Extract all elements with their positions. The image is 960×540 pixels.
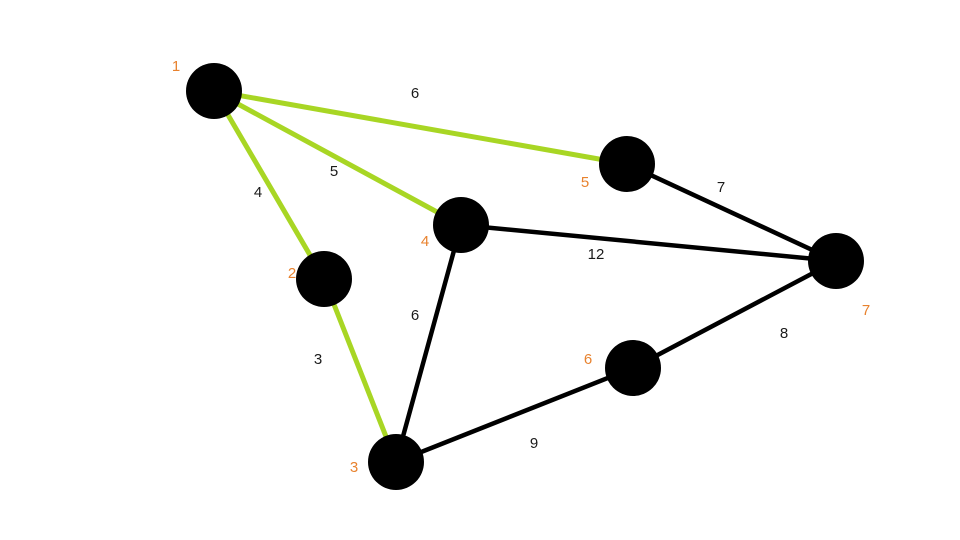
edge-weight-4-7: 12: [588, 246, 605, 263]
edge-weight-2-3: 3: [314, 351, 322, 368]
node-3: [368, 434, 424, 490]
edge-weight-6-7: 8: [780, 325, 788, 342]
edge-1-4-highlighted: [211, 88, 464, 228]
node-2: [296, 251, 352, 307]
edge-1-2-highlighted: [211, 88, 327, 282]
edge-5-7: [624, 161, 839, 264]
node-5: [599, 136, 655, 192]
node-label-1: 1: [172, 58, 180, 75]
node-label-4: 4: [421, 233, 429, 250]
node-7: [808, 233, 864, 289]
node-label-5: 5: [581, 174, 589, 191]
nodes-layer: [186, 63, 864, 490]
edge-weight-4-3: 6: [411, 307, 419, 324]
node-4: [433, 197, 489, 253]
edge-6-7: [630, 258, 839, 371]
edge-weight-5-7: 7: [717, 179, 725, 196]
edge-weight-1-4: 5: [330, 163, 338, 180]
edge-weight-3-6: 9: [530, 435, 538, 452]
edge-4-7: [458, 222, 839, 264]
edge-weight-1-5: 6: [411, 85, 419, 102]
node-1: [186, 63, 242, 119]
weight-labels-layer: 6 5 4 3 6 12 7 8 9: [254, 85, 788, 452]
node-6: [605, 340, 661, 396]
node-label-3: 3: [350, 459, 358, 476]
edges-layer: [211, 88, 839, 465]
edge-3-6: [393, 365, 636, 465]
edge-1-5-highlighted: [211, 88, 630, 167]
node-label-6: 6: [584, 351, 592, 368]
node-label-2: 2: [288, 265, 296, 282]
edge-2-3-highlighted: [321, 276, 399, 465]
node-label-7: 7: [862, 302, 870, 319]
edge-weight-1-2: 4: [254, 184, 262, 201]
edge-4-3: [393, 222, 464, 465]
